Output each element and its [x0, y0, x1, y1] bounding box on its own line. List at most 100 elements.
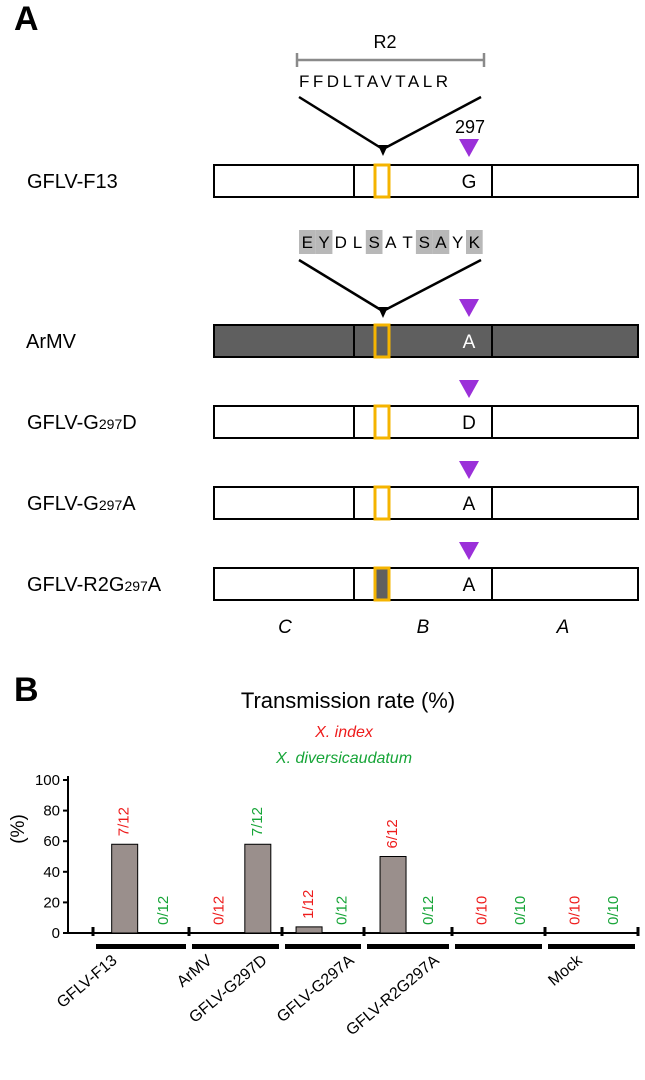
armv-residue: T: [402, 233, 412, 252]
construct-label-position: 297: [99, 416, 123, 432]
bar: [295, 926, 323, 934]
y-axis-label: (%): [8, 814, 29, 844]
residue-297: D: [462, 413, 476, 434]
region-label: B: [417, 617, 430, 638]
bar: [111, 843, 139, 934]
region-label: A: [556, 617, 570, 638]
position-label: 297: [455, 117, 485, 137]
data-label: 0/10: [512, 896, 529, 925]
y-tick-label: 60: [43, 833, 60, 850]
group-underline: [367, 944, 449, 949]
armv-residue: Y: [452, 233, 463, 252]
armv-residue: S: [419, 233, 430, 252]
panel-a-label: A: [14, 0, 39, 38]
construct-label-residue: A: [122, 493, 136, 515]
region-label: C: [278, 617, 292, 638]
category-label: Mock: [545, 951, 586, 989]
group-underline: [192, 944, 279, 949]
protein-bar: [213, 567, 639, 601]
mutation-arrow-icon: [459, 461, 479, 479]
construct-row: ArMV A: [26, 299, 639, 359]
mutation-arrow-icon: [459, 139, 479, 157]
data-label: 7/12: [116, 807, 133, 836]
armv-residue: S: [368, 233, 379, 252]
seq-highlight-box: [432, 230, 450, 254]
mutation-arrow-icon: [459, 380, 479, 398]
construct-label-main: GFLV-G: [27, 493, 99, 515]
residue-297: A: [463, 494, 476, 515]
r2-box: [373, 163, 391, 199]
y-tick-label: 40: [43, 864, 60, 881]
data-label: 0/12: [334, 896, 351, 925]
bar: [244, 843, 272, 934]
protein-bar: [213, 164, 639, 198]
category-label: GFLV-F13: [54, 952, 121, 1012]
construct-label-position: 297: [124, 578, 148, 594]
mutation-arrow-icon: [459, 542, 479, 560]
data-label: 0/12: [155, 896, 172, 925]
group-underline: [96, 944, 186, 949]
data-label: 0/10: [474, 896, 491, 925]
construct-label-main: GFLV-F13: [27, 171, 118, 193]
mutation-arrow-icon: [459, 299, 479, 317]
residue-297: A: [463, 575, 476, 596]
legend-x-diversicaudatum: X. diversicaudatum: [275, 750, 412, 767]
data-label: 0/10: [567, 896, 584, 925]
seq-highlight-box: [365, 230, 383, 254]
construct-label: GFLV-G297D: [27, 412, 137, 434]
residue-297: A: [463, 332, 476, 353]
protein-bar: [213, 405, 639, 439]
data-label: 0/12: [420, 896, 437, 925]
r2-box: [373, 323, 391, 359]
seq-highlight-box: [415, 230, 433, 254]
construct-label: GFLV-F13: [27, 171, 118, 193]
armv-residue: L: [353, 233, 362, 252]
construct-label: ArMV: [26, 331, 77, 353]
data-label: 0/12: [211, 896, 228, 925]
armv-residue: D: [335, 233, 347, 252]
bar-chart: 0204060801007/120/12GFLV-F130/127/12ArMV…: [35, 772, 640, 1039]
f13-expansion-lines: [298, 95, 482, 156]
data-label: 0/10: [605, 896, 622, 925]
bar: [379, 856, 407, 934]
construct-label-residue: A: [148, 574, 162, 596]
legend-x-index: X. index: [314, 724, 374, 741]
construct-label-main: ArMV: [26, 331, 77, 353]
y-tick-label: 80: [43, 803, 60, 820]
f13-sequence: FFDLTAVTALR: [299, 72, 451, 91]
armv-residue: Y: [318, 233, 329, 252]
group-underline: [455, 944, 542, 949]
category-label: ArMV: [174, 952, 216, 991]
category-label: GFLV-G297A: [274, 952, 358, 1026]
panel-b-label: B: [14, 671, 39, 709]
protein-bar: [213, 486, 639, 520]
armv-residue: A: [435, 233, 447, 252]
data-label: 1/12: [300, 890, 317, 919]
armv-residue: E: [302, 233, 313, 252]
construct-label-position: 297: [99, 497, 123, 513]
construct-label-residue: D: [122, 412, 136, 434]
r2-box: [373, 485, 391, 521]
protein-bar: [213, 324, 639, 358]
y-tick-label: 0: [52, 925, 60, 942]
category-label: GFLV-R2G297A: [343, 952, 443, 1039]
y-tick-label: 100: [35, 772, 60, 789]
chart-title: Transmission rate (%): [241, 688, 455, 713]
y-tick-label: 20: [43, 894, 60, 911]
r2-label: R2: [373, 32, 396, 52]
construct-label: GFLV-R2G297A: [27, 574, 162, 596]
r2-box: [373, 404, 391, 440]
seq-highlight-box: [315, 230, 333, 254]
seq-highlight-box: [299, 230, 316, 254]
group-underline: [285, 944, 361, 949]
construct-row: GFLV-F13 G: [27, 139, 639, 199]
group-underline: [548, 944, 635, 949]
residue-297: G: [462, 172, 477, 193]
armv-residue: A: [385, 233, 397, 252]
